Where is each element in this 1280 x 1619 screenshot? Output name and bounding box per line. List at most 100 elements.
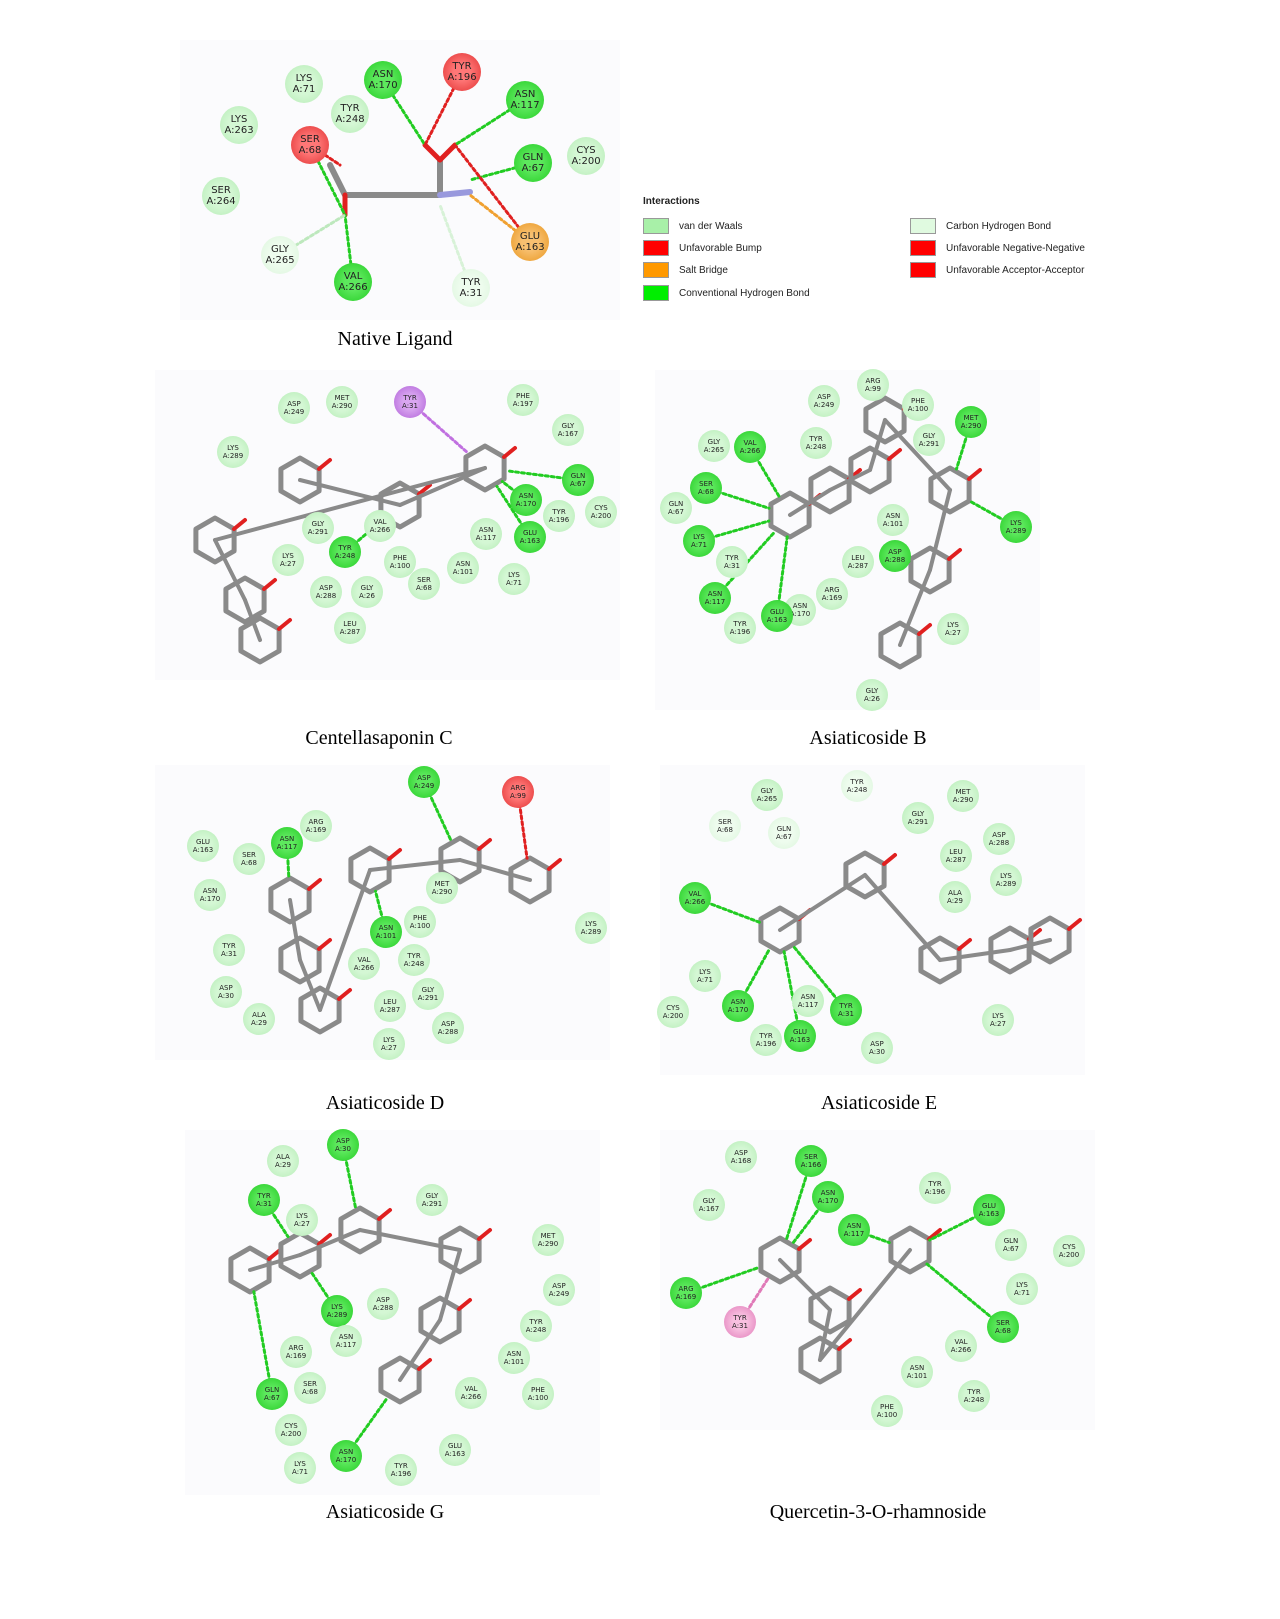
residue-name: GLU — [195, 838, 211, 846]
residue-id: A:101 — [375, 932, 397, 940]
residue-name: CYS — [594, 504, 608, 512]
residue-name: LYS — [296, 1212, 308, 1220]
residue-id: A:27 — [294, 1220, 310, 1228]
residue-name: SER — [303, 1380, 317, 1388]
ligand-bond — [928, 488, 952, 572]
residue-name: PHE — [516, 392, 530, 400]
residue-id: A:196 — [729, 628, 751, 636]
residue-name: ARG — [510, 784, 526, 792]
residue-name: SER — [300, 134, 320, 145]
residue-id: A:163 — [789, 1036, 811, 1044]
residue-name: TYR — [839, 1002, 853, 1010]
panel-caption: Asiaticoside B — [809, 727, 927, 749]
legend-item: Carbon Hydrogen Bond — [910, 218, 1051, 234]
panel-caption: Quercetin-3-O-rhamnoside — [769, 1501, 987, 1523]
oxygen-bond — [317, 1233, 332, 1246]
residue-name: VAL — [464, 1385, 478, 1393]
residue-name: ASP — [552, 1282, 566, 1290]
residue-name: VAL — [743, 439, 757, 447]
residue-id: A:163 — [766, 616, 788, 624]
residue-id: A:249 — [283, 408, 305, 416]
residue-id: A:200 — [280, 1430, 302, 1438]
residue-name: TYR — [850, 778, 864, 786]
residue-name: GLU — [769, 608, 785, 616]
residue-id: A:31 — [256, 1200, 272, 1208]
residue-id: A:68 — [298, 145, 322, 156]
ligand-bond — [818, 1248, 912, 1362]
residue-name: CYS — [576, 145, 596, 156]
residue-name: PHE — [880, 1403, 894, 1411]
oxygen-bond — [417, 483, 432, 496]
residue-name: ARG — [288, 1344, 304, 1352]
residue-id: A:169 — [675, 1293, 697, 1301]
residue-name: TYR — [928, 1180, 942, 1188]
residue-name: SER — [242, 851, 256, 859]
legend-swatch — [643, 262, 669, 278]
residue-name: TYR — [452, 61, 472, 72]
residue-name: GLY — [425, 1192, 439, 1200]
residue-id: A:71 — [292, 84, 316, 95]
residue-name: TYR — [529, 1318, 543, 1326]
residue-id: A:196 — [390, 1470, 412, 1478]
oxygen-bond — [847, 1288, 862, 1301]
residue-name: GLU — [519, 231, 541, 242]
residue-id: A:71 — [506, 579, 522, 587]
residue-name: ASN — [846, 1222, 862, 1230]
residue-id: A:291 — [907, 818, 929, 826]
residue-name: ASP — [888, 548, 902, 556]
residue-id: A:290 — [952, 796, 974, 804]
residue-id: A:117 — [704, 598, 726, 606]
residue-name: ASP — [734, 1149, 748, 1157]
residue-name: ASN — [478, 526, 494, 534]
residue-id: A:249 — [813, 401, 835, 409]
residue-id: A:31 — [459, 288, 483, 299]
residue-id: A:170 — [368, 80, 398, 91]
residue-name: SER — [718, 818, 732, 826]
residue-name: ARG — [308, 818, 324, 826]
oxygen-bond — [317, 938, 332, 951]
residue-id: A:99 — [510, 792, 526, 800]
residue-id: A:200 — [590, 512, 612, 520]
residue-id: A:266 — [950, 1346, 972, 1354]
interaction-line — [252, 1290, 274, 1396]
residue-name: TYR — [394, 1462, 408, 1470]
ligand-bond — [288, 898, 302, 962]
residue-name: TYR — [809, 435, 823, 443]
residue-name: ASP — [376, 1296, 390, 1304]
residue-name: LYS — [947, 621, 959, 629]
residue-id: A:100 — [389, 562, 411, 570]
residue-id: A:169 — [821, 594, 843, 602]
residue-id: A:287 — [339, 628, 361, 636]
